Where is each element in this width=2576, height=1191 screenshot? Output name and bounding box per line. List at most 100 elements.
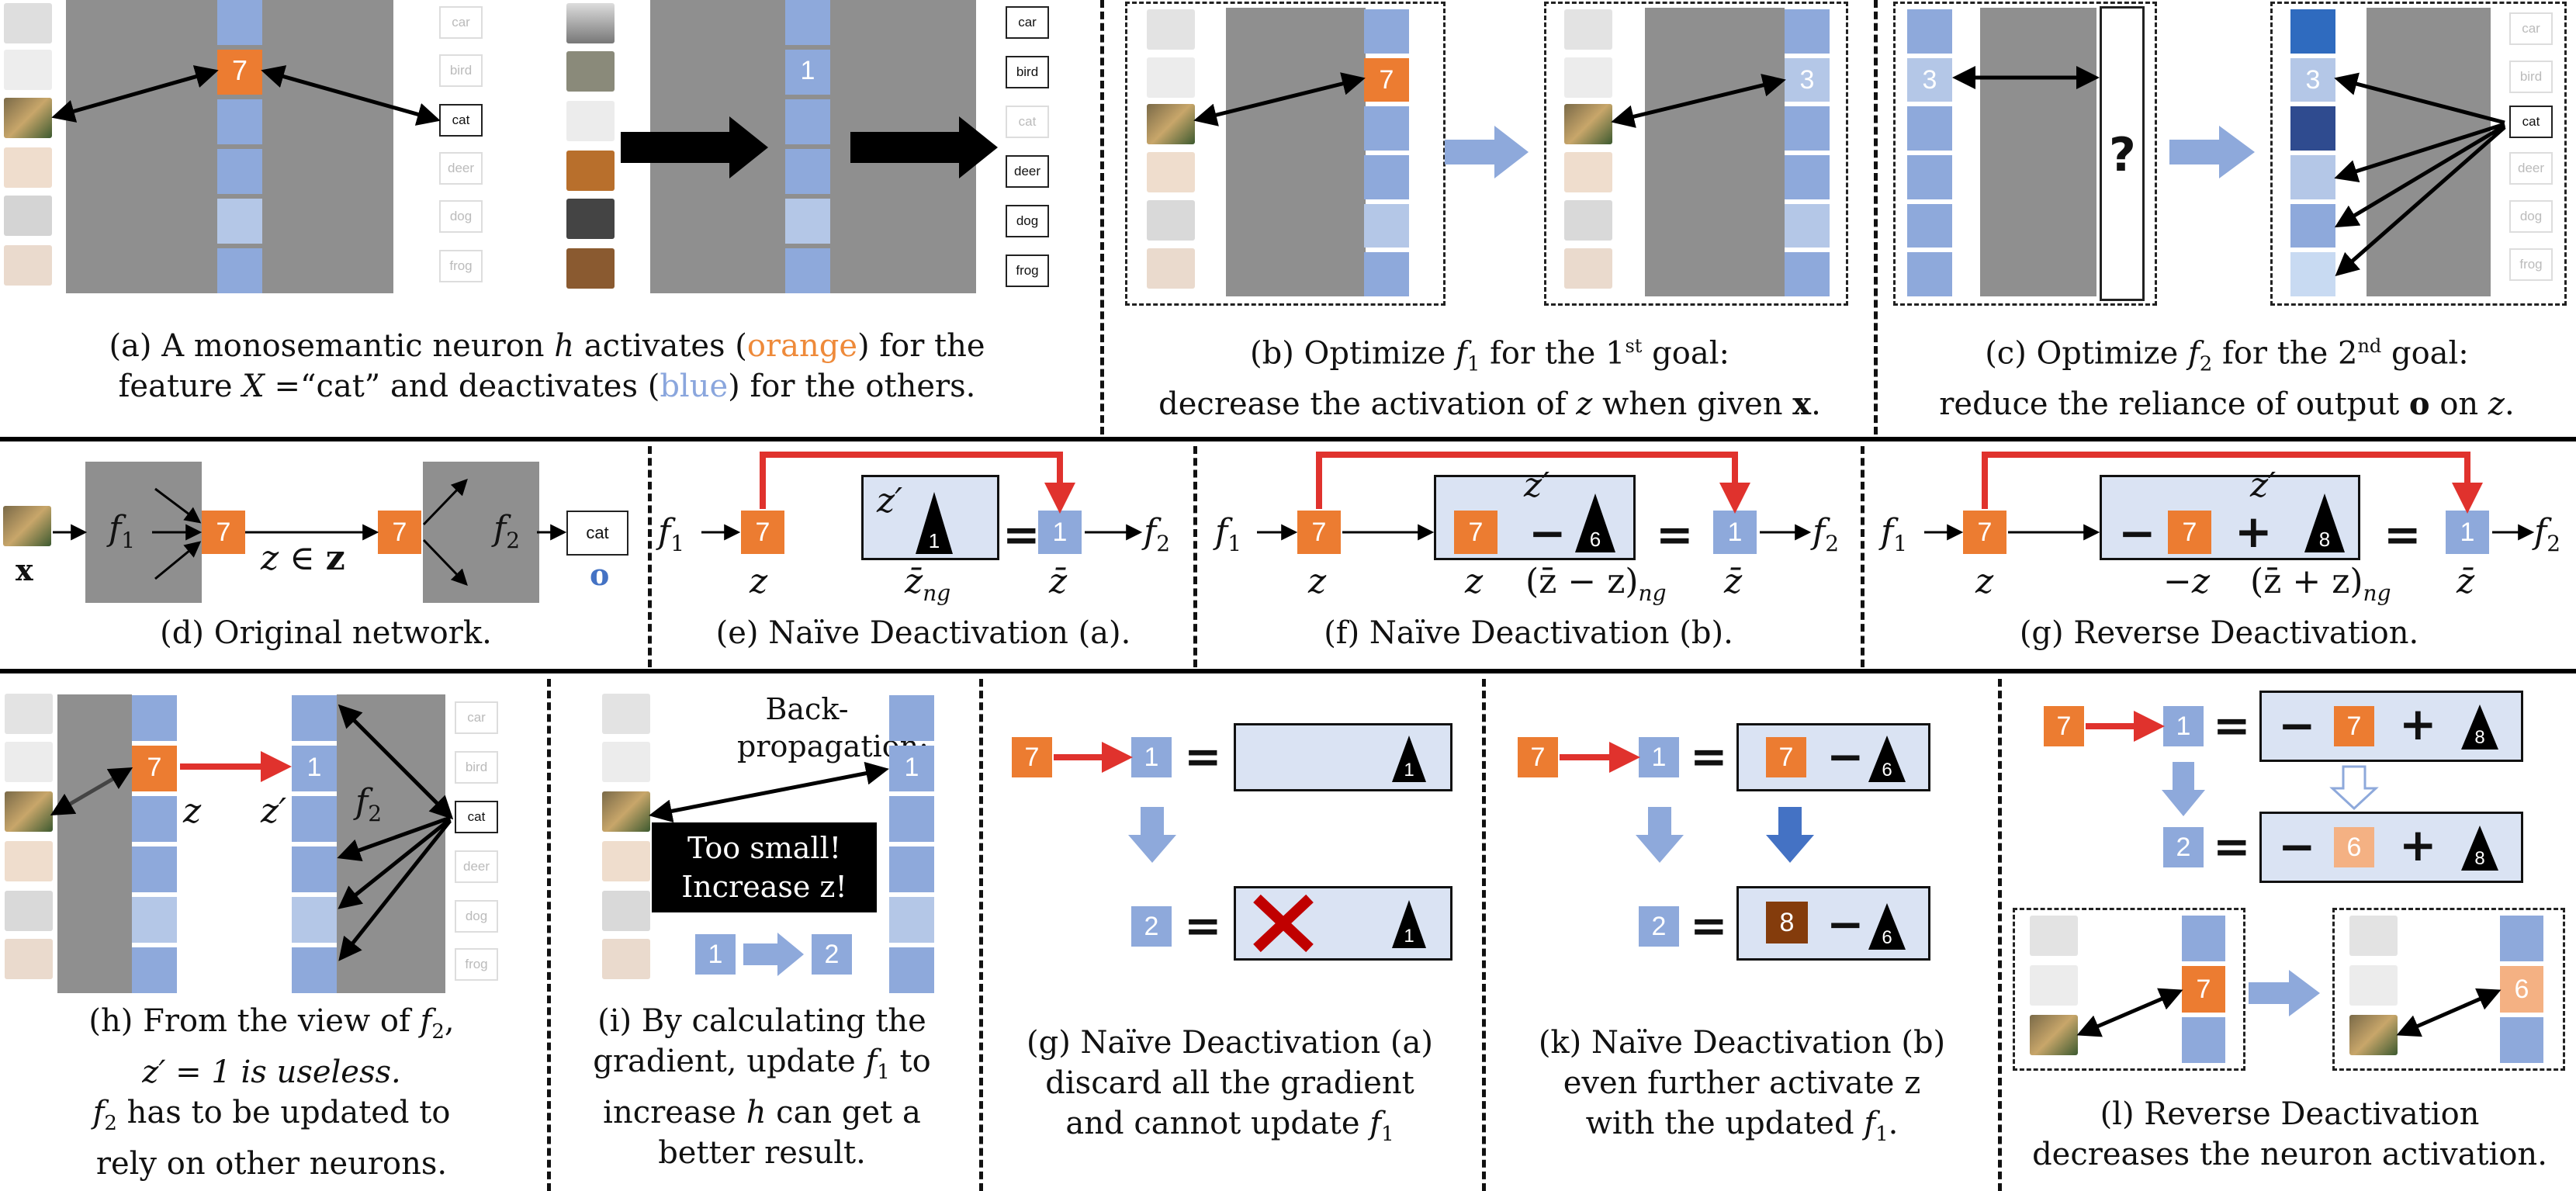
neuron-cell [2290,9,2335,54]
question-mark: ? [2109,128,2136,182]
neuron-cell [889,897,934,943]
neuron-cell [785,0,830,45]
arrow [649,761,889,823]
network-f1-updated [1645,8,1785,296]
neuron-cell [132,847,177,892]
neuron-value: 7 [231,54,248,86]
neuron-zbar: 1 [2163,706,2204,746]
neuron-cell [292,746,337,791]
thumb [1564,200,1612,241]
class-label-deer: deer [455,850,498,883]
arrow [338,819,452,961]
neuron-column [1364,9,1409,297]
divider-i-g2 [979,679,983,1191]
thumb [2030,916,2078,956]
minus: − [2278,820,2316,873]
neuron-cell [889,847,934,892]
thumb [602,939,650,979]
arrow [2076,988,2183,1037]
class-label-frog: frog [439,250,483,282]
triangle [1392,736,1426,782]
neuron-value: 3 [2305,64,2321,95]
neuron-cell [889,947,934,993]
output-cat: cat [566,511,628,556]
neuron-cell [2290,203,2335,248]
thumb [1147,248,1195,289]
arrow [2334,122,2505,183]
row-separator-1 [0,437,2576,441]
equals: = [1690,730,1728,783]
class-label-deer: deer [439,152,483,185]
frame-l-right [2332,908,2565,1071]
thumb [2030,965,2078,1006]
neuron-column [2290,9,2335,297]
divider-k-l [1998,679,2002,1191]
neuron-z-copy: 7 [2168,511,2211,554]
f1-label: f1 [1881,512,1908,556]
triangle [1392,900,1426,948]
thumb-dog-2 [566,199,615,239]
neuron-column-zprime [292,695,337,993]
divider-h-i [547,679,551,1191]
triangle-label: 6 [1882,927,1892,948]
neuron-zbar: 1 [2446,511,2489,554]
zbar-label: z̄ [2457,562,2475,601]
zbar-label: z̄ [1724,562,1743,601]
red-arrow [1316,452,1750,514]
neuron-column [132,695,177,993]
neuron-cell [217,149,262,194]
neuron-z: 7 [1297,511,1341,554]
neuron-cell [217,199,262,244]
minus: − [1529,507,1567,559]
thumb [5,694,53,734]
neuron-cell [785,199,830,244]
neuron-cell [2182,916,2225,962]
z-label: z [183,791,202,831]
class-label-deer: deer [2509,152,2553,185]
neuron-cell [1364,252,1409,297]
neuron-cell [889,796,934,842]
zprime-label: z′ [2250,466,2277,505]
neuron-zbar: 1 [1639,737,1679,777]
thumb [1564,152,1612,192]
thumb [5,841,53,881]
arrow [1611,74,1786,128]
thumb [5,891,53,931]
deactivated-neuron [1785,57,1830,102]
neuron-z: 7 [202,511,245,554]
neuron-column-2 [785,0,830,293]
triangle-label: 8 [2319,528,2330,551]
neuron-cell [217,248,262,293]
neuron-cell [1907,106,1952,151]
thumb-car-2 [566,3,615,43]
thumb [1564,57,1612,98]
thumb-cat [1147,104,1195,144]
triangle-label: 6 [1882,760,1892,781]
thumb [5,939,53,979]
frame-l-left [2013,908,2245,1071]
arrow [2334,72,2505,125]
arrow [338,704,454,820]
arrow [2334,123,2506,228]
blue-arrow [743,933,804,976]
caption-c: (c) Optimize f2 for the 2nd goal: reduce… [1939,335,2515,423]
neuron-value: 7 [1379,64,1394,95]
triangle-label: 1 [929,529,940,552]
dark-blue-down-arrow [1766,807,1814,863]
neuron-cell [2500,1016,2543,1063]
zprime-label: z′ [1524,466,1550,505]
thumb [602,891,650,931]
thumb-cat [5,791,53,832]
caption-l: (l) Reverse Deactivation decreases the n… [2032,1096,2547,1172]
thumb-cat [4,98,52,138]
class-label-cat: cat [455,801,498,833]
z-label: z [1465,562,1484,601]
active-neuron [1364,57,1409,102]
active-neuron [2182,966,2225,1013]
neuron-cell [2290,155,2335,199]
network-f1 [57,694,132,993]
divider-d-e [648,446,652,667]
neuron-value: 3 [1922,64,1937,95]
neuron-column [1785,9,1830,297]
zbar-minus-z-ng: (z̄ − z)ng [1525,562,1667,606]
